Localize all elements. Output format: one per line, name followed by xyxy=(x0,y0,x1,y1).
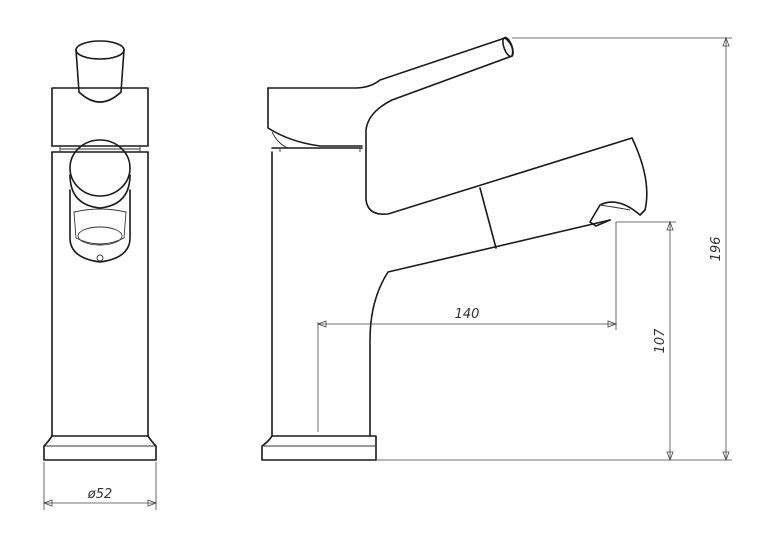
side-body xyxy=(271,147,363,437)
spout-height-dimension: 107 xyxy=(376,220,676,462)
front-spout-outlet xyxy=(69,139,131,263)
reach-label: 140 xyxy=(455,307,480,322)
side-spout xyxy=(365,137,648,437)
side-base xyxy=(261,435,377,461)
spout-height-label: 107 xyxy=(653,328,668,354)
reach-dimension: 140 xyxy=(316,222,618,432)
base-diameter-label: ø52 xyxy=(87,487,113,502)
front-view: ø52 xyxy=(42,40,158,510)
side-view: 140 107 196 xyxy=(261,36,732,462)
side-lever-handle xyxy=(267,36,514,151)
front-body xyxy=(51,151,149,437)
front-cartridge-block xyxy=(51,87,149,152)
front-width-dimension: ø52 xyxy=(42,462,158,510)
total-height-dimension: 196 xyxy=(512,36,732,462)
total-height-label: 196 xyxy=(709,237,724,262)
front-base xyxy=(43,435,157,461)
front-lever-knob xyxy=(75,40,125,103)
